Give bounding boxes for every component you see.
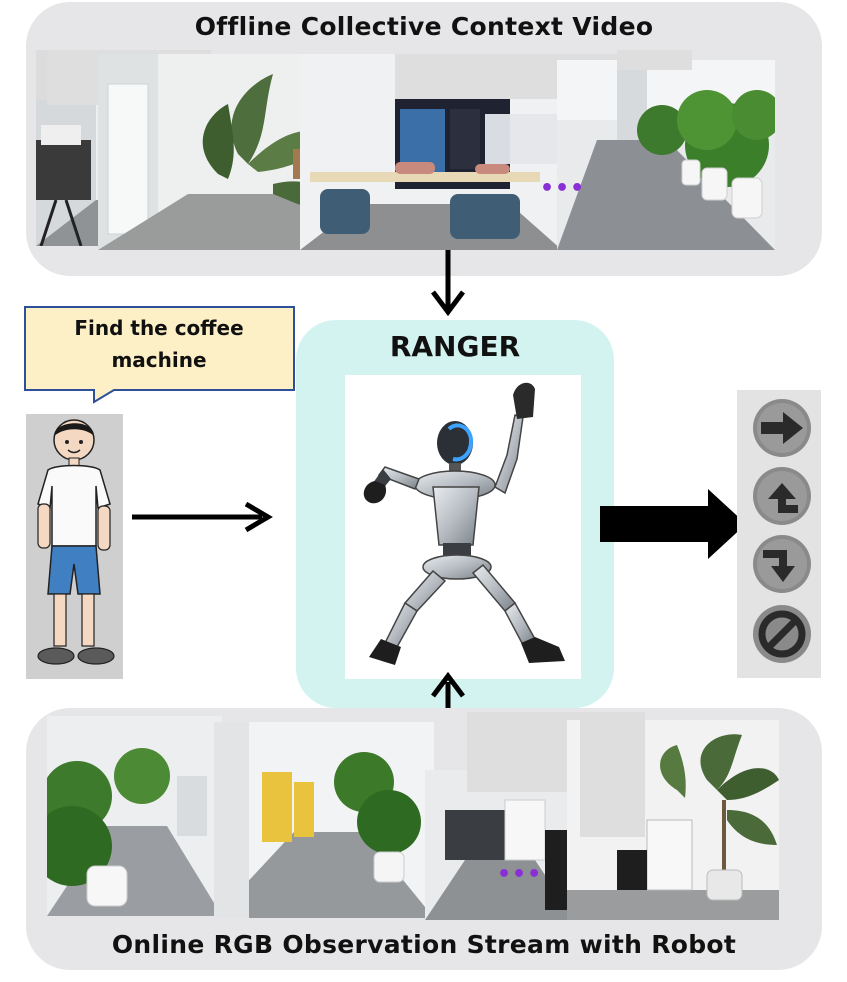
context-more-dots: •••	[540, 176, 586, 201]
observation-frame-1	[47, 716, 222, 916]
turn-left-icon	[753, 467, 811, 525]
person-icon	[37, 419, 115, 665]
humanoid-robot-icon	[363, 382, 565, 665]
online-observation-title: Online RGB Observation Stream with Robot	[111, 930, 737, 959]
instruction-arrow	[132, 501, 273, 533]
observation-frame-3	[425, 770, 575, 920]
context-frame-4	[557, 60, 775, 250]
forward-arrow-icon	[753, 399, 811, 457]
instruction-line-1: Find the coffee	[74, 316, 244, 340]
instruction-text: Find the coffee machine	[26, 312, 292, 376]
context-frame-mask-4	[617, 50, 692, 70]
action-space-panel	[737, 390, 821, 678]
instruction-speech-bubble	[24, 306, 296, 404]
observation-frame-2	[214, 722, 434, 918]
user-person-image	[26, 414, 123, 679]
output-action-arrow	[600, 489, 746, 559]
offline-context-title: Offline Collective Context Video	[194, 12, 654, 41]
instruction-line-2: machine	[111, 348, 207, 372]
stop-icon	[753, 605, 811, 663]
observation-more-dots: •••	[497, 862, 543, 887]
robot-image	[345, 375, 581, 679]
turn-right-icon	[753, 535, 811, 593]
observation-frame-mask-4	[580, 712, 645, 837]
ranger-title: RANGER	[389, 330, 521, 363]
